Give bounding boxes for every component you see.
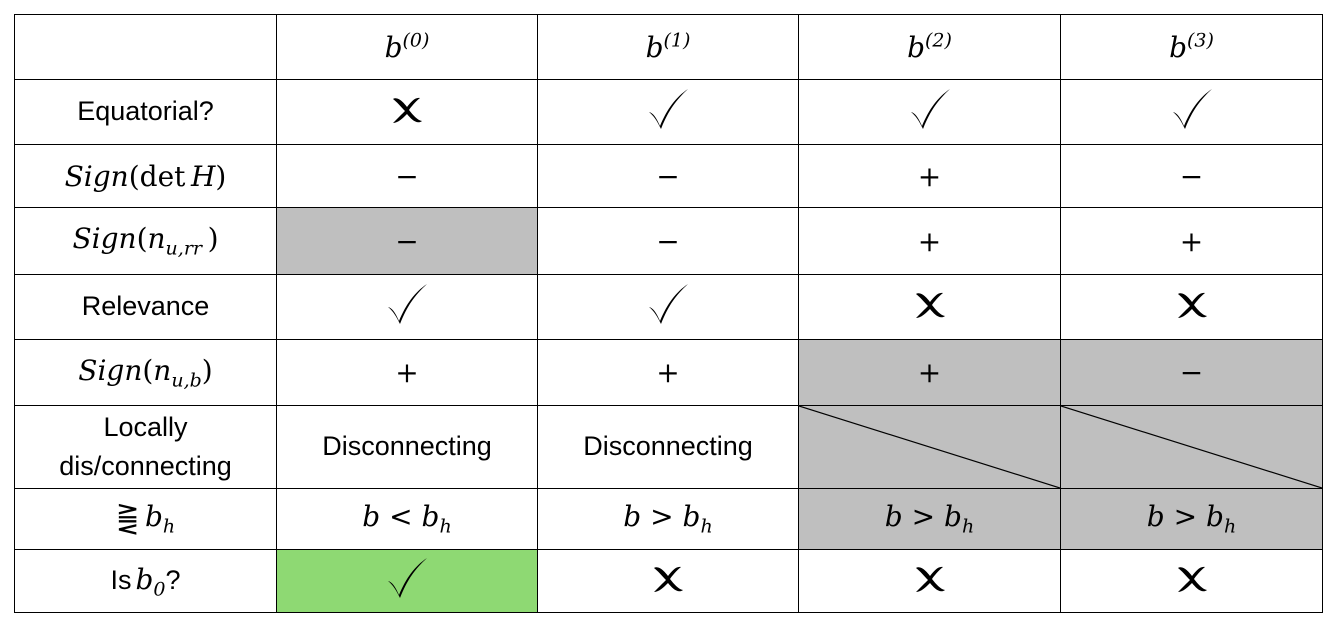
cell-sign-n-urr-3: +: [1060, 207, 1323, 275]
col-header-b2: b(2): [798, 14, 1061, 80]
header-row: b(0) b(1) b(2) b(3): [14, 14, 1323, 80]
row-locally: Locally dis/connecting Disconnecting Dis…: [14, 405, 1323, 489]
cell-is-b0-1: [537, 549, 799, 613]
check-icon: [384, 282, 430, 328]
cell-relevance-1: [537, 274, 799, 340]
cell-sign-n-ub-0: +: [276, 339, 538, 406]
cell-sign-det-h-0: −: [276, 144, 538, 208]
locally-line-1: Locally: [103, 411, 188, 442]
cross-icon: [1169, 556, 1215, 602]
diagonal-line: [799, 406, 1060, 488]
check-icon: [645, 87, 691, 133]
cell-compare-2: b > bh: [798, 488, 1061, 550]
cell-sign-n-urr-0: −: [276, 207, 538, 275]
check-icon: [907, 87, 953, 133]
cross-icon: [384, 87, 430, 133]
cell-compare-1: b > bh: [537, 488, 799, 550]
diagonal-line: [1061, 406, 1322, 488]
row-label-equatorial: Equatorial?: [14, 79, 277, 145]
cell-sign-n-ub-1: +: [537, 339, 799, 406]
row-label-sign-n-ub: Sign(nu,b): [14, 339, 277, 406]
cell-equatorial-2: [798, 79, 1061, 145]
row-label-is-b0: Is b0?: [14, 549, 277, 613]
locally-line-2: dis/connecting: [59, 451, 232, 481]
row-is-b0: Is b0?: [14, 549, 1323, 613]
row-sign-det-h: Sign(det H) − − + −: [14, 144, 1323, 208]
cell-equatorial-3: [1060, 79, 1323, 145]
row-sign-n-ub: Sign(nu,b) + + + −: [14, 339, 1323, 406]
col-header-b1: b(1): [537, 14, 799, 80]
cross-icon: [907, 556, 953, 602]
row-sign-n-urr: Sign(nu,rr ) − − + +: [14, 207, 1323, 275]
cell-relevance-0: [276, 274, 538, 340]
cell-locally-3: [1060, 405, 1323, 489]
cross-icon: [907, 282, 953, 328]
cell-sign-n-urr-1: −: [537, 207, 799, 275]
cell-sign-det-h-1: −: [537, 144, 799, 208]
cell-locally-0: Disconnecting: [276, 405, 538, 489]
cell-equatorial-1: [537, 79, 799, 145]
cell-is-b0-0: [276, 549, 538, 613]
row-label-compare: ⪌ bh: [14, 488, 277, 550]
col-header-b3: b(3): [1060, 14, 1323, 80]
cell-relevance-3: [1060, 274, 1323, 340]
cell-locally-1: Disconnecting: [537, 405, 799, 489]
cell-sign-det-h-3: −: [1060, 144, 1323, 208]
col-header-b0: b(0): [276, 14, 538, 80]
cell-compare-0: b < bh: [276, 488, 538, 550]
comparison-table: b(0) b(1) b(2) b(3) Equatorial? Sign(det…: [14, 14, 1323, 613]
cell-relevance-2: [798, 274, 1061, 340]
check-icon: [645, 282, 691, 328]
row-relevance: Relevance: [14, 274, 1323, 340]
row-label-locally: Locally dis/connecting: [14, 405, 277, 489]
cell-equatorial-0: [276, 79, 538, 145]
cell-sign-n-ub-3: −: [1060, 339, 1323, 406]
cross-icon: [645, 556, 691, 602]
row-compare-b-bh: ⪌ bh b < bh b > bh b > bh b > bh: [14, 488, 1323, 550]
row-label-relevance: Relevance: [14, 274, 277, 340]
cell-is-b0-2: [798, 549, 1061, 613]
corner-cell: [14, 14, 277, 80]
row-label-sign-det-h: Sign(det H): [14, 144, 277, 208]
cell-sign-n-urr-2: +: [798, 207, 1061, 275]
cell-locally-2: [798, 405, 1061, 489]
cell-is-b0-3: [1060, 549, 1323, 613]
cross-icon: [1169, 282, 1215, 328]
row-equatorial: Equatorial?: [14, 79, 1323, 145]
check-icon: [384, 556, 430, 602]
cell-compare-3: b > bh: [1060, 488, 1323, 550]
row-label-sign-n-urr: Sign(nu,rr ): [14, 207, 277, 275]
cell-sign-n-ub-2: +: [798, 339, 1061, 406]
check-icon: [1169, 87, 1215, 133]
cell-sign-det-h-2: +: [798, 144, 1061, 208]
